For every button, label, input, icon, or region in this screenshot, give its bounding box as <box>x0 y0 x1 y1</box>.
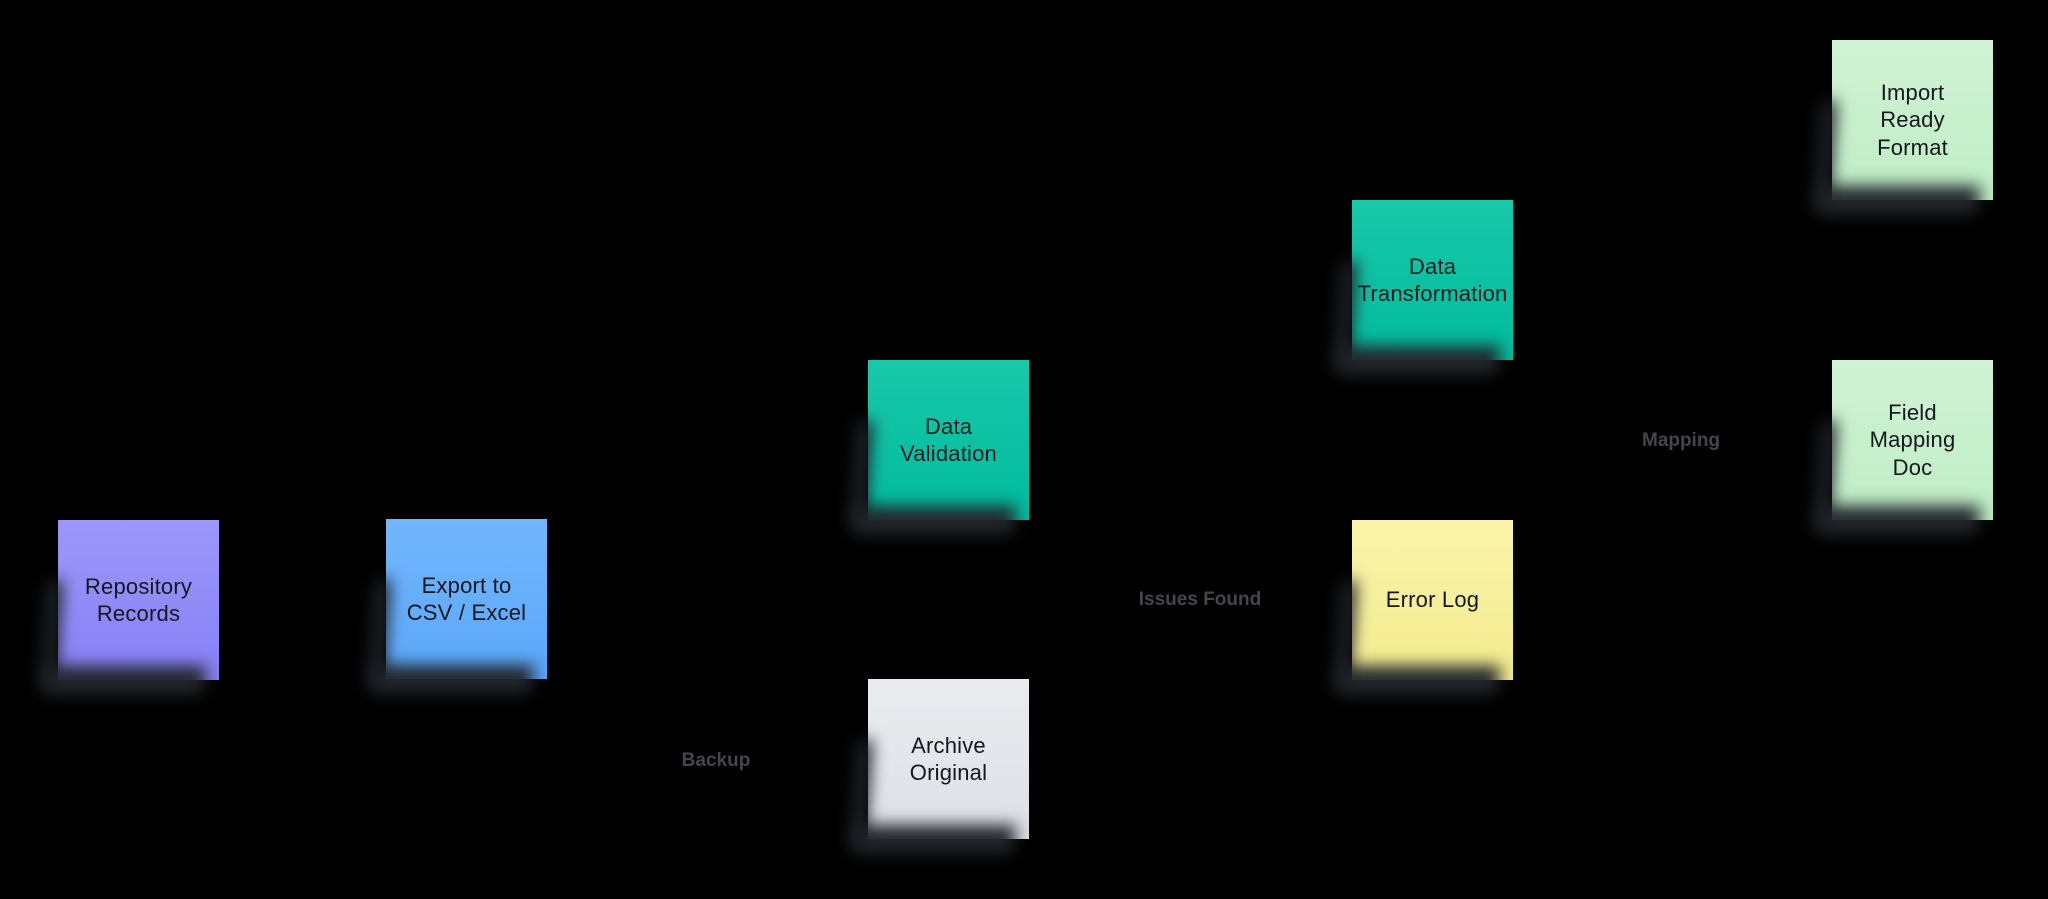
sticky-note-field-mapping-doc[interactable]: Field Mapping Doc <box>1832 360 1993 520</box>
sticky-note-label: Export to CSV / Excel <box>406 572 527 626</box>
sticky-note-export-to-csv-excel[interactable]: Export to CSV / Excel <box>386 519 547 679</box>
sticky-note-label: Import Ready Format <box>1877 79 1948 160</box>
sticky-note-label: Error Log <box>1385 587 1480 613</box>
sticky-note-label: Data Transformation <box>1357 253 1508 307</box>
connector-label-mapping[interactable]: Mapping <box>1641 430 1721 451</box>
sticky-note-label: Data Validation <box>900 413 997 467</box>
sticky-note-label: Archive Original <box>909 732 988 786</box>
connector-label-issues-found[interactable]: Issues Found <box>1138 589 1262 610</box>
sticky-note-data-validation[interactable]: Data Validation <box>868 360 1029 520</box>
sticky-note-repository-records[interactable]: Repository Records <box>58 520 219 680</box>
sticky-note-label: Field Mapping Doc <box>1869 399 1956 480</box>
sticky-note-error-log[interactable]: Error Log <box>1352 520 1513 680</box>
sticky-note-import-ready-format[interactable]: Import Ready Format <box>1832 40 1993 200</box>
sticky-note-archive-original[interactable]: Archive Original <box>868 679 1029 839</box>
sticky-note-label: Repository Records <box>84 573 193 627</box>
sticky-note-data-transformation[interactable]: Data Transformation <box>1352 200 1513 360</box>
connector-label-backup[interactable]: Backup <box>681 750 751 771</box>
